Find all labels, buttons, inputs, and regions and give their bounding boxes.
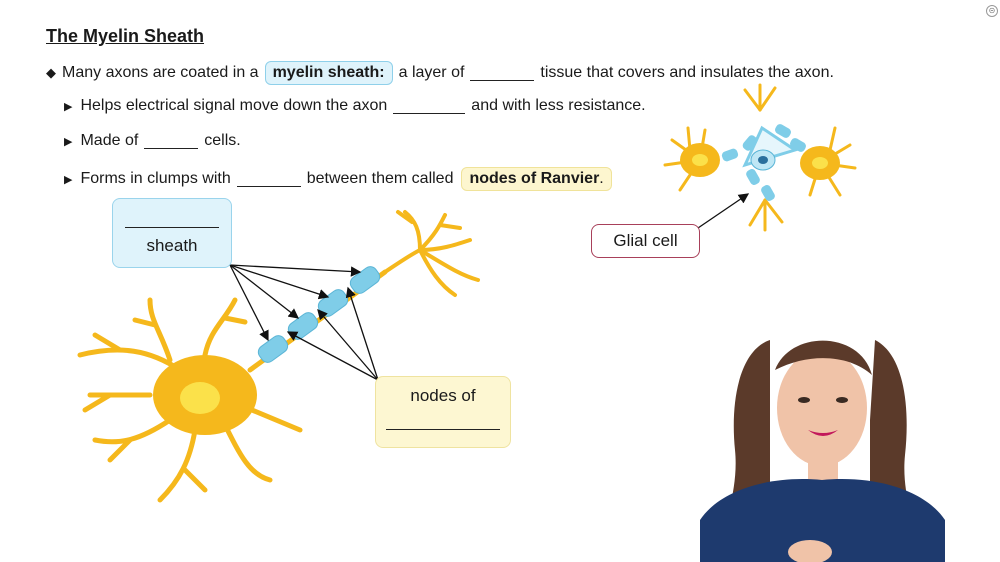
myelin-sheath-highlight: myelin sheath: bbox=[264, 61, 393, 85]
glial-cell-label: Glial cell bbox=[591, 224, 700, 258]
neuron-illustration bbox=[77, 210, 480, 503]
sub-bullet-1: ▶ Helps electrical signal move down the … bbox=[64, 97, 646, 115]
sub-bullet-3-prefix: Forms in clumps with bbox=[80, 170, 231, 187]
sub-bullet-2-suffix: cells. bbox=[204, 132, 241, 149]
nodes-of-ranvier-highlight: nodes of Ranvier. bbox=[461, 167, 612, 191]
corner-icon[interactable]: ⊝ bbox=[986, 5, 998, 17]
sub-bullet-1-prefix: Helps electrical signal move down the ax… bbox=[80, 97, 388, 114]
nodes-label-box: nodes of bbox=[375, 376, 511, 448]
sub-bullet-2: ▶ Made of cells. bbox=[64, 132, 241, 150]
sheath-arrows bbox=[229, 264, 362, 342]
sheath-blank bbox=[125, 227, 219, 228]
myelin-segment bbox=[349, 266, 381, 294]
nodes-of-label: nodes of bbox=[410, 386, 476, 405]
glial-arrow bbox=[697, 193, 750, 229]
nodes-of-ranvier-text: nodes of Ranvier bbox=[469, 170, 600, 187]
myelin-segment bbox=[257, 335, 289, 363]
arrow-bullet-icon: ▶ bbox=[64, 135, 73, 148]
arrow-bullet-icon: ▶ bbox=[64, 173, 73, 186]
neuron-nucleus bbox=[180, 382, 220, 414]
sheath-label: sheath bbox=[146, 236, 198, 255]
main-bullet-middle: a layer of bbox=[398, 64, 465, 81]
presenter-video bbox=[700, 340, 945, 562]
period-text: . bbox=[599, 170, 604, 187]
axon-terminal bbox=[383, 210, 480, 297]
arrow-bullet-icon: ▶ bbox=[64, 100, 73, 113]
main-bullet-suffix: tissue that covers and insulates the axo… bbox=[540, 64, 834, 81]
blank-gaps bbox=[236, 172, 301, 187]
blank-cells bbox=[144, 134, 199, 149]
blank-speed bbox=[393, 99, 466, 114]
blank-tissue bbox=[470, 66, 535, 81]
myelin-segment bbox=[287, 312, 319, 340]
sub-bullet-3: ▶ Forms in clumps with between them call… bbox=[64, 167, 614, 191]
sub-bullet-2-prefix: Made of bbox=[80, 132, 139, 149]
main-bullet-prefix: Many axons are coated in a bbox=[62, 64, 259, 81]
glial-cell-illustration bbox=[663, 83, 857, 232]
diamond-bullet-icon: ◆ bbox=[46, 65, 56, 80]
sub-bullet-3-middle: between them called bbox=[306, 170, 454, 187]
nodes-blank bbox=[386, 429, 500, 430]
sheath-label-box: sheath bbox=[112, 198, 232, 268]
main-bullet: ◆ Many axons are coated in a myelin shea… bbox=[46, 61, 834, 85]
page-title: The Myelin Sheath bbox=[46, 26, 205, 46]
neuron-dendrites bbox=[77, 297, 303, 503]
myelin-segment bbox=[317, 289, 349, 317]
nodes-arrows bbox=[286, 286, 379, 381]
sub-bullet-1-suffix: and with less resistance. bbox=[471, 97, 646, 114]
